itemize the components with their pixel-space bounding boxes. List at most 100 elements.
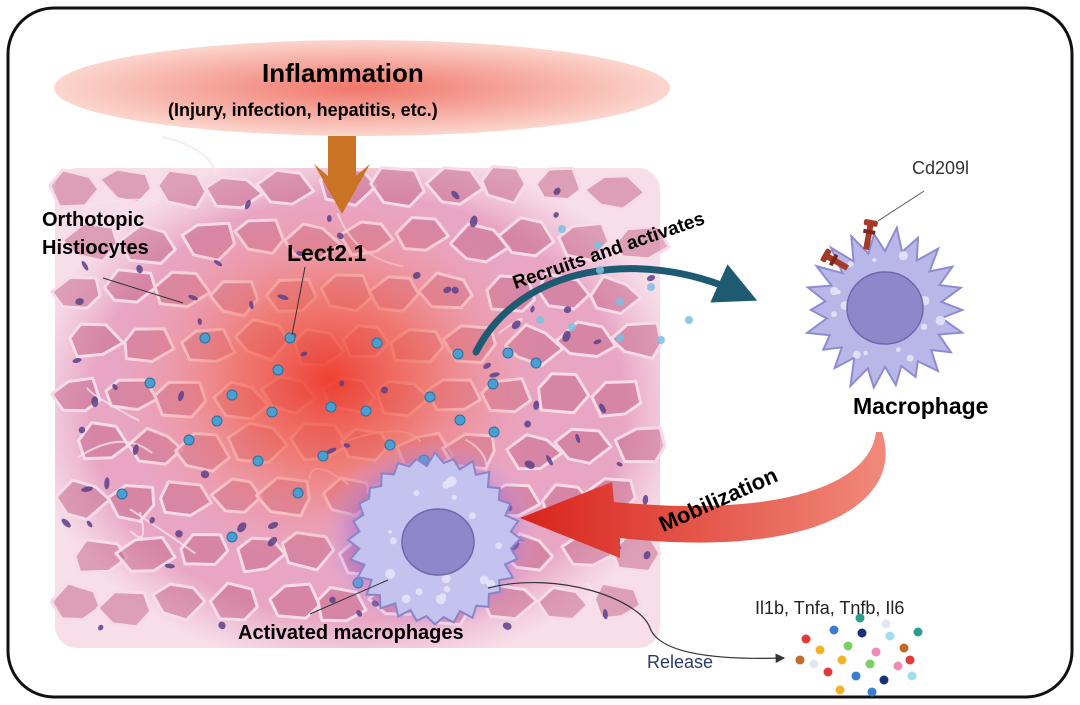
lect2-particle (487, 378, 499, 390)
tissue-cell (536, 586, 590, 621)
tissue-nucleus (602, 609, 608, 620)
vesicle (439, 593, 447, 601)
mobilization-arrow (520, 432, 886, 558)
vesicle (415, 588, 423, 596)
cytokine-dot (795, 655, 805, 665)
tissue-nucleus (412, 271, 421, 280)
vesicle (852, 350, 861, 359)
tissue-cell (96, 590, 153, 629)
tissue-nucleus (502, 622, 512, 630)
tissue-cell (369, 166, 426, 209)
label-lect2: Lect2.1 (287, 240, 367, 266)
cytokine-dot (913, 627, 923, 637)
cytokine-dot (851, 671, 861, 681)
tissue-nucleus (599, 403, 606, 414)
lect2-particle (183, 434, 195, 446)
vesicle (389, 537, 397, 545)
tissue-cell (534, 166, 583, 202)
label-orthotopic-histiocytes: Orthotopic Histiocytes (42, 209, 149, 259)
lect2-particle (292, 487, 304, 499)
vesicle (442, 481, 451, 489)
tissue-nucleus (575, 433, 581, 443)
tissue-nucleus (511, 320, 521, 330)
receptor-icon (820, 219, 878, 271)
lect2-particle (284, 332, 296, 344)
tissue-cell (589, 274, 643, 315)
lect2-particle (502, 347, 514, 359)
tissue-cell (609, 321, 663, 360)
tissue-nucleus (489, 372, 500, 378)
vesicle (413, 490, 420, 496)
tissue-nucleus (98, 624, 104, 631)
vesicle (495, 542, 503, 549)
tissue-nucleus (616, 462, 623, 467)
tissue-nucleus (356, 610, 363, 617)
tissue-nucleus (339, 380, 345, 387)
tissue-nucleus (218, 621, 226, 630)
tissue-nucleus (175, 530, 183, 538)
tissue-nucleus (112, 383, 118, 391)
tissue-fiber (584, 582, 604, 622)
cytokine-dot (905, 655, 915, 665)
lect2-particle (252, 455, 264, 467)
tissue-cell (208, 581, 259, 622)
tissue-cell (54, 478, 112, 521)
tissue-cell (268, 582, 322, 620)
cytokine-dot (899, 643, 909, 653)
cytokine-dot (893, 661, 903, 671)
vesicle (443, 586, 451, 593)
cytokine-dot (855, 613, 865, 623)
cytokine-dot (871, 647, 881, 657)
tissue-cell (480, 165, 527, 205)
tissue-cell (73, 538, 129, 574)
vesicle (479, 575, 489, 585)
lect2-particle (454, 414, 466, 426)
tissue-nucleus (533, 400, 540, 410)
lect2-particle (360, 405, 372, 417)
tissue-nucleus (81, 486, 94, 492)
tissue-nucleus (132, 444, 139, 456)
outgoing-particle (568, 323, 576, 331)
outgoing-particle (616, 298, 624, 306)
cytokine-dot (823, 667, 833, 677)
tissue-nucleus (524, 420, 532, 428)
tissue-nucleus (197, 318, 202, 325)
tissue-nucleus (642, 494, 649, 505)
cytokine-dot (907, 671, 917, 681)
vesicle (451, 494, 457, 500)
outgoing-particles (536, 225, 693, 344)
tissue-nucleus (267, 522, 279, 529)
tissue-nucleus (177, 390, 185, 402)
label-cd209l: Cd209l (912, 158, 970, 178)
tissue-nucleus (593, 339, 602, 345)
cytokine-dot (865, 659, 875, 669)
tissue-nucleus (443, 286, 452, 294)
tissue-nucleus (61, 518, 71, 528)
tissue-nucleus (553, 187, 561, 196)
tissue-cell (114, 536, 177, 573)
cytokine-dots (795, 613, 923, 697)
lect2-particle (272, 364, 284, 376)
tissue-nucleus (329, 596, 336, 604)
vesicle (385, 569, 396, 579)
tissue-cell (156, 168, 208, 210)
outgoing-particle (594, 241, 602, 249)
outgoing-particle (596, 266, 604, 274)
tissue-nucleus (326, 215, 332, 222)
vesicle (388, 529, 392, 534)
tissue-nucleus (469, 215, 478, 228)
label-macrophage: Macrophage (853, 393, 989, 419)
vesicle (863, 350, 868, 356)
tissue-nucleus (244, 199, 251, 210)
cytokine-dot (879, 675, 889, 685)
tissue-cell (118, 223, 177, 265)
tissue-nucleus (336, 232, 344, 240)
vesicle (847, 261, 854, 267)
tissue-nucleus (72, 358, 82, 363)
lect2-particle (199, 332, 211, 344)
vesicle (935, 315, 946, 326)
outgoing-particle (685, 316, 693, 324)
cytokine-dot (837, 655, 847, 665)
activated-macrophage (322, 439, 538, 631)
